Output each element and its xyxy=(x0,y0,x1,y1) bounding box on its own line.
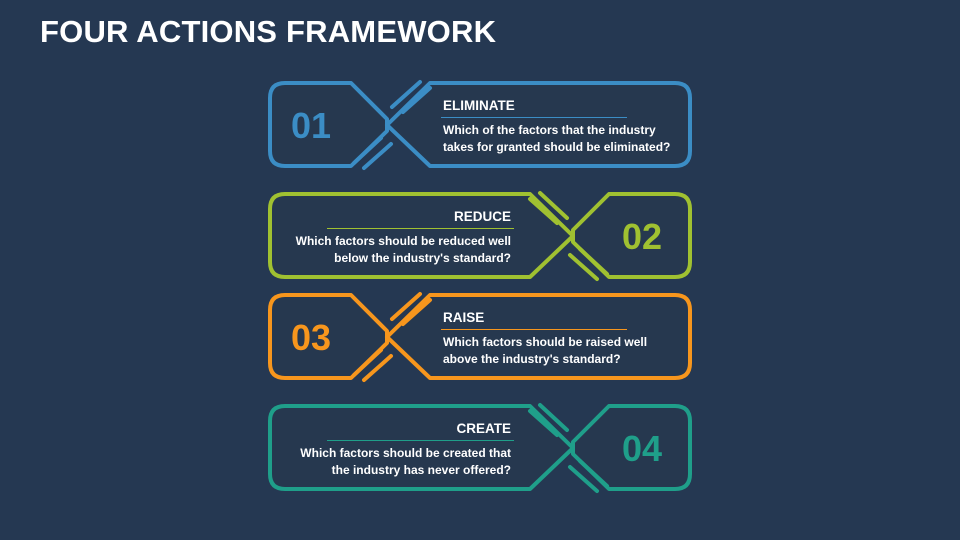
eliminate-number: 01 xyxy=(291,105,332,146)
create-number-frame xyxy=(571,404,692,491)
reduce-accent-bottom-1 xyxy=(578,247,609,276)
raise-description-line-2: above the industry's standard? xyxy=(443,352,621,366)
create-description-line-2: the industry has never offered? xyxy=(331,463,511,477)
raise-accent-bottom-2 xyxy=(362,354,393,382)
create-accent-bottom-2 xyxy=(568,465,599,493)
create-text-frame xyxy=(268,404,575,491)
eliminate-shape xyxy=(268,80,692,170)
raise-shape xyxy=(268,292,692,382)
create-accent-top-1 xyxy=(538,403,569,432)
reduce-accent-top-2 xyxy=(528,197,559,225)
create-number: 04 xyxy=(622,428,663,469)
reduce-number: 02 xyxy=(622,216,663,257)
eliminate-text-frame xyxy=(385,81,692,168)
reduce-number-frame xyxy=(571,192,692,279)
raise-divider xyxy=(441,329,627,330)
eliminate-heading: ELIMINATE xyxy=(443,98,515,113)
eliminate-number-frame xyxy=(268,81,389,168)
raise-accent-top-2 xyxy=(401,298,432,326)
create-description: Which factors should be created that the… xyxy=(300,445,511,479)
eliminate-accent-top-1 xyxy=(390,80,422,109)
raise-description-line-1: Which factors should be raised well xyxy=(443,335,648,349)
eliminate-description-line-1: Which of the factors that the industry xyxy=(443,123,656,137)
raise-number: 03 xyxy=(291,317,332,358)
eliminate-accent-bottom-2 xyxy=(362,142,393,170)
eliminate-description-line-2: takes for granted should be eliminated? xyxy=(443,140,671,154)
eliminate-accent-top-2 xyxy=(401,86,432,114)
page-title: FOUR ACTIONS FRAMEWORK xyxy=(40,14,497,49)
raise-accent-bottom-1 xyxy=(352,348,383,377)
create-description-line-1: Which factors should be created that xyxy=(300,446,511,460)
reduce-shape xyxy=(268,191,692,281)
create-heading: CREATE xyxy=(456,421,511,436)
create-divider xyxy=(327,440,514,441)
eliminate-accent-bottom-1 xyxy=(352,136,383,165)
raise-text-frame xyxy=(385,293,692,380)
raise-description: Which factors should be raised well abov… xyxy=(443,334,647,368)
reduce-description-line-1: Which factors should be reduced well xyxy=(295,234,511,248)
create-shape xyxy=(268,403,692,493)
eliminate-description: Which of the factors that the industry t… xyxy=(443,122,670,156)
reduce-description: Which factors should be reduced well bel… xyxy=(296,233,511,267)
reduce-divider xyxy=(327,228,514,229)
create-accent-top-2 xyxy=(528,409,559,437)
reduce-accent-bottom-2 xyxy=(568,253,599,281)
create-accent-bottom-1 xyxy=(578,459,609,488)
raise-accent-top-1 xyxy=(390,292,422,321)
raise-heading: RAISE xyxy=(443,310,485,325)
reduce-text-frame xyxy=(268,192,575,279)
eliminate-divider xyxy=(441,117,627,118)
raise-number-frame xyxy=(268,293,389,380)
reduce-description-line-2: below the industry's standard? xyxy=(334,251,511,265)
reduce-accent-top-1 xyxy=(538,191,569,220)
reduce-heading: REDUCE xyxy=(453,209,511,224)
